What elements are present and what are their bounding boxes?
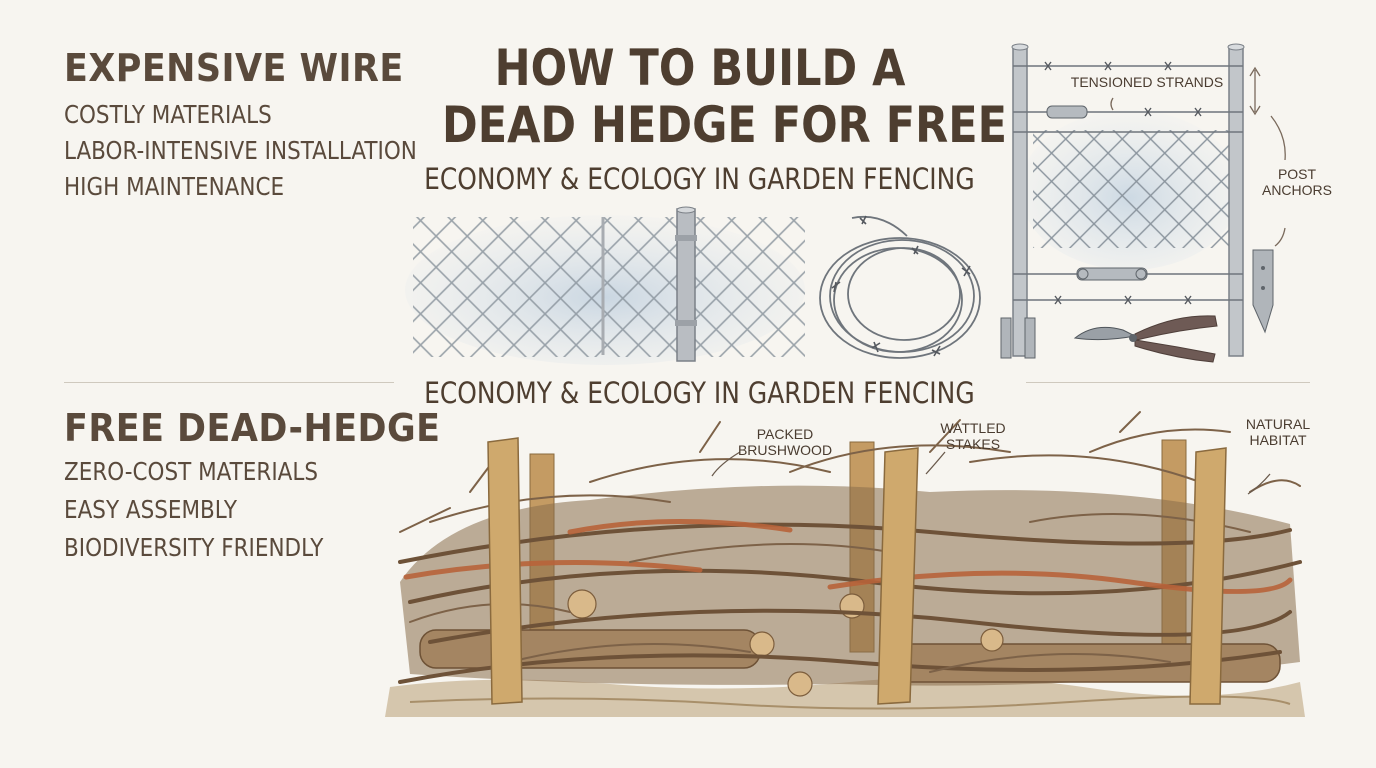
title-line-1: HOW TO BUILD A bbox=[494, 39, 906, 97]
free-item-1: ZERO-COST MATERIALS bbox=[64, 457, 319, 486]
page-title: HOW TO BUILD A DEAD HEDGE FOR FREE bbox=[442, 39, 1007, 154]
expensive-wire-heading: EXPENSIVE WIRE bbox=[64, 46, 404, 90]
label-packed-brushwood: PACKED BRUSHWOOD bbox=[737, 426, 833, 458]
fence-post-icon bbox=[675, 206, 697, 362]
free-item-3: BIODIVERSITY FRIENDLY bbox=[64, 533, 324, 562]
chain-link-panel-icon bbox=[405, 215, 805, 365]
label-post-anchors: POST ANCHORS bbox=[1261, 166, 1332, 198]
expensive-item-1: COSTLY MATERIALS bbox=[64, 100, 272, 129]
barbed-wire-coil-icon bbox=[819, 215, 981, 359]
subtitle-top: ECONOMY & ECOLOGY IN GARDEN FENCING bbox=[424, 162, 975, 196]
divider-right bbox=[1026, 382, 1310, 383]
expensive-item-3: HIGH MAINTENANCE bbox=[64, 172, 285, 201]
dead-hedge-illustration bbox=[385, 411, 1305, 717]
post-anchor-icon bbox=[1000, 249, 1274, 359]
expensive-item-2: LABOR-INTENSIVE INSTALLATION bbox=[64, 136, 417, 165]
wire-fence-assembly bbox=[1000, 43, 1286, 363]
free-dead-hedge-heading: FREE DEAD-HEDGE bbox=[64, 406, 441, 450]
label-tensioned-strands: TENSIONED STRANDS bbox=[1070, 74, 1224, 90]
free-item-2: EASY ASSEMBLY bbox=[64, 495, 238, 524]
subtitle-middle: ECONOMY & ECOLOGY IN GARDEN FENCING bbox=[424, 376, 975, 410]
turnbuckle-icon bbox=[1046, 105, 1148, 281]
title-line-2: DEAD HEDGE FOR FREE bbox=[442, 96, 1007, 154]
wire-cutter-pliers-icon bbox=[1073, 315, 1218, 363]
divider-left bbox=[64, 382, 394, 383]
label-wattled-stakes: WATTLED STAKES bbox=[940, 420, 1006, 452]
label-natural-habitat: NATURAL HABITAT bbox=[1245, 416, 1311, 448]
